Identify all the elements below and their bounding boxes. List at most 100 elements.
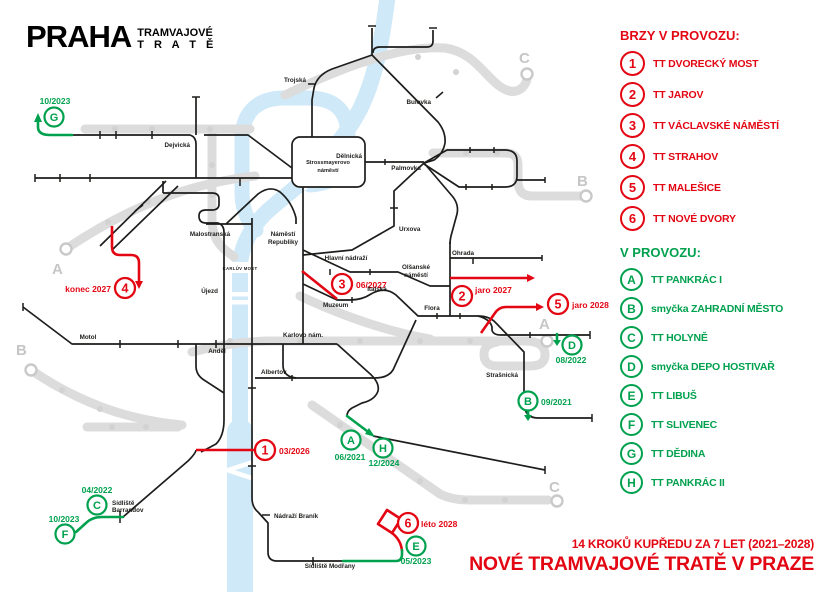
legend-item-label: TT PANKRÁC II	[651, 476, 725, 489]
metro-letter-b-west: B	[16, 342, 27, 359]
title-subtitle-2: T R A T Ě	[137, 39, 217, 51]
legend-item-label: TT STRAHOV	[653, 150, 719, 163]
svg-text:10/2023: 10/2023	[49, 514, 80, 524]
svg-text:E: E	[412, 541, 419, 553]
legend-item-d: D smyčka DEPO HOSTIVAŘ	[620, 355, 838, 378]
station-label: Strossmayerovo	[306, 160, 350, 166]
legend-item-4: 4 TT STRAHOV	[620, 144, 838, 169]
legend-item-label: TT PANKRÁC I	[651, 273, 722, 286]
map-marker-new-f: F 10/2023	[49, 514, 80, 545]
map-marker-new-c: C 04/2022	[82, 485, 113, 516]
legend-number-badge: 6	[620, 206, 645, 231]
metro-letter-c-south: C	[549, 479, 560, 496]
svg-text:2: 2	[459, 290, 466, 304]
station-label: Dělnická	[336, 153, 362, 160]
station-label: Bulovka	[407, 99, 432, 106]
metro-terminus-rings	[24, 67, 593, 508]
bridges	[222, 174, 317, 481]
charles-bridge	[222, 262, 258, 273]
title-subtitle-1: TRAMVAJOVÉ	[137, 27, 213, 39]
map-marker-tt-4: 4 konec 2027	[65, 276, 137, 300]
station-label: Malostranská	[190, 231, 231, 238]
map-marker-new-h: H 12/2024	[369, 437, 400, 468]
svg-text:jaro 2027: jaro 2027	[474, 285, 512, 295]
station-label: Nádraží Braník	[274, 513, 319, 520]
svg-text:6: 6	[405, 517, 412, 531]
station-label: Republiky	[268, 239, 299, 246]
legend-item-label: TT NOVÉ DVORY	[653, 212, 736, 225]
legend-item-f: F TT SLIVENEC	[620, 413, 838, 436]
legend: BRZY V PROVOZU: 1 TT DVORECKÝ MOST 2 TT …	[620, 28, 838, 500]
station-label: Barrandov	[112, 507, 144, 514]
svg-text:A: A	[347, 435, 355, 447]
legend-item-h: H TT PANKRÁC II	[620, 471, 838, 494]
legend-item-label: smyčka DEPO HOSTIVAŘ	[651, 360, 775, 373]
legend-item-label: TT LIBUŠ	[651, 389, 697, 402]
map-marker-new-g: G 10/2023	[40, 96, 71, 128]
legend-open-heading: V PROVOZU:	[620, 245, 701, 260]
title-city: PRAHA	[26, 19, 132, 54]
station-label: náměstí	[317, 168, 339, 174]
station-label: náměstí	[404, 272, 428, 279]
svg-text:B: B	[524, 396, 532, 408]
metro-letter-a-west: A	[52, 261, 63, 278]
station-label: Hlavní nádraží	[325, 255, 368, 262]
map-marker-new-b: B 09/2021	[517, 390, 572, 412]
legend-letter-badge: C	[620, 326, 643, 349]
footer-title: NOVÉ TRAMVAJOVÉ TRATĚ V PRAZE	[469, 553, 814, 575]
station-label: Dejvická	[164, 142, 190, 149]
legend-item-label: TT SLIVENEC	[651, 418, 718, 431]
svg-text:G: G	[50, 112, 59, 124]
svg-text:06/2027: 06/2027	[356, 280, 387, 290]
station-label: Muzeum	[323, 302, 349, 309]
station-labels-layer: Dejvická Trojská Bulovka Dělnická Palmov…	[80, 77, 519, 570]
metro-lines-layer: A B C B A C	[16, 43, 593, 508]
legend-letter-badge: D	[620, 355, 643, 378]
map-marker-tt-1: 1 03/2026	[253, 438, 310, 462]
svg-text:03/2026: 03/2026	[279, 446, 310, 456]
legend-letter-badge: H	[620, 471, 643, 494]
legend-item-e: E TT LIBUŠ	[620, 384, 838, 407]
legend-item-label: TT VÁCLAVSKÉ NÁMĚSTÍ	[653, 119, 779, 132]
station-label: Ohrada	[452, 250, 475, 257]
legend-item-2: 2 TT JAROV	[620, 82, 838, 107]
map-marker-new-e: E 05/2023	[401, 535, 432, 566]
svg-text:D: D	[568, 340, 576, 352]
svg-text:H: H	[379, 443, 387, 455]
station-label: Flora	[424, 305, 440, 312]
station-label: Albertov	[261, 369, 287, 376]
new-lines-layer: A 06/2021 B 09/2021 C 04/2022 D 08/2022 …	[34, 96, 587, 566]
legend-item-a: A TT PANKRÁC I	[620, 268, 838, 291]
footer-tagline: 14 KROKŮ KUPŘEDU ZA 7 LET (2021–2028)	[571, 537, 814, 551]
map-marker-tt-5: 5 jaro 2028	[546, 292, 609, 316]
metro-letter-a-east: A	[539, 316, 550, 333]
station-label: Trojská	[284, 77, 307, 84]
legend-letter-badge: F	[620, 413, 643, 436]
svg-text:C: C	[93, 500, 101, 512]
metro-line-letters: A B C B A C	[16, 50, 588, 496]
svg-text:05/2023: 05/2023	[401, 556, 432, 566]
svg-text:04/2022: 04/2022	[82, 485, 113, 495]
station-label: Sídliště Modřany	[305, 563, 356, 570]
station-label: Náměstí	[271, 231, 296, 238]
legend-item-1: 1 TT DVORECKÝ MOST	[620, 51, 838, 76]
svg-text:09/2021: 09/2021	[541, 397, 572, 407]
station-label: Újezd	[201, 286, 218, 295]
station-label: Sídliště	[112, 500, 135, 507]
map-marker-new-a: A 06/2021	[335, 429, 366, 462]
map-marker-tt-6: 6 léto 2028	[396, 511, 458, 535]
svg-text:3: 3	[339, 278, 346, 292]
legend-soon-heading: BRZY V PROVOZU:	[620, 28, 740, 43]
svg-text:08/2022: 08/2022	[556, 355, 587, 365]
svg-text:konec 2027: konec 2027	[65, 284, 111, 294]
map-marker-tt-2: 2 jaro 2027	[450, 284, 512, 308]
svg-text:5: 5	[555, 298, 562, 312]
map-marker-new-d: D 08/2022	[556, 334, 587, 365]
legend-item-3: 3 TT VÁCLAVSKÉ NÁMĚSTÍ	[620, 113, 838, 138]
legend-number-badge: 4	[620, 144, 645, 169]
metro-letter-b-east: B	[577, 173, 588, 190]
legend-item-6: 6 TT NOVÉ DVORY	[620, 206, 838, 231]
legend-letter-badge: B	[620, 297, 643, 320]
legend-letter-badge: A	[620, 268, 643, 291]
legend-number-badge: 2	[620, 82, 645, 107]
